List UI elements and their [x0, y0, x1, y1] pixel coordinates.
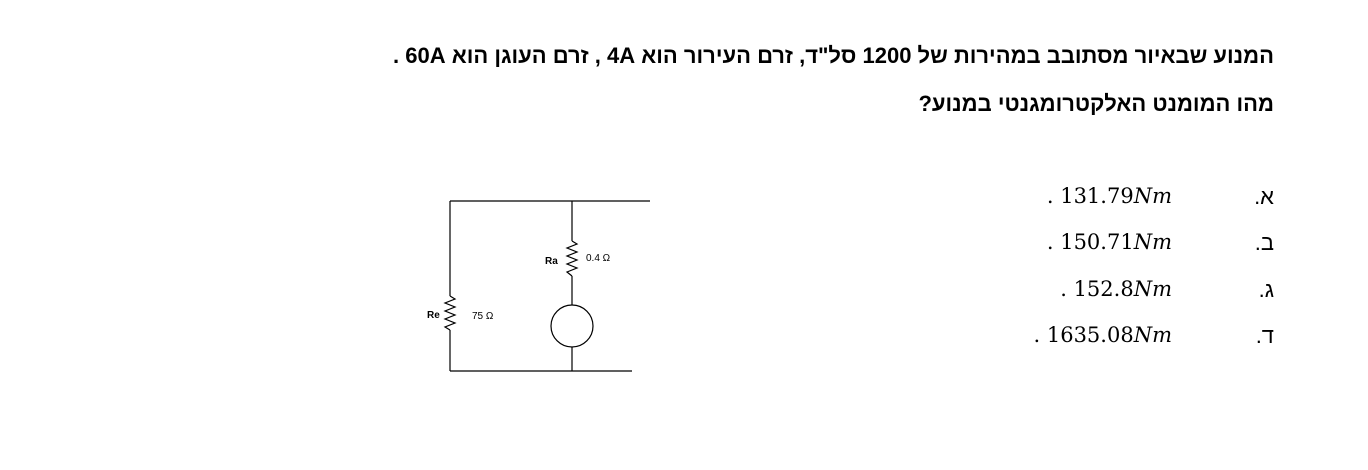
option-d-letter: ד.	[1255, 323, 1274, 348]
re-value: 75 Ω	[472, 311, 494, 322]
option-b-value: . 150.71Nm	[1046, 230, 1172, 254]
ra-label: Ra	[545, 256, 558, 267]
ra-value: 0.4 Ω	[586, 253, 611, 264]
option-b-letter: ב.	[1254, 230, 1274, 255]
circuit-diagram: Ra 0.4 Ω Re 75 Ω	[427, 200, 650, 372]
option-c-letter: ג.	[1258, 277, 1274, 302]
option-c-value: . 152.8Nm	[1060, 277, 1172, 301]
armature-circle	[550, 304, 594, 348]
ra-resistor	[565, 240, 579, 277]
question-line-1: המנוע שבאיור מסתובב במהירות של 1200 סל"ד…	[393, 43, 1274, 68]
option-a-value: . 131.79Nm	[1046, 184, 1172, 208]
question-line-2: מהו המומנט האלקטרומגנטי במנוע?	[918, 91, 1274, 116]
option-a-letter: א.	[1254, 184, 1274, 209]
re-label: Re	[427, 310, 440, 321]
option-d-value: . 1635.08Nm	[1033, 323, 1173, 347]
re-resistor	[443, 295, 457, 331]
